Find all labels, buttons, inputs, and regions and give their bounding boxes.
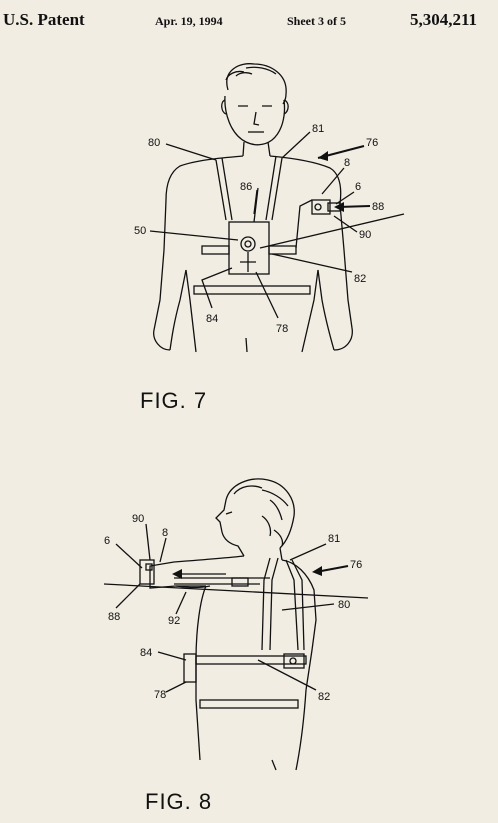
fig7-label-6: 6	[355, 181, 361, 193]
fig7-label-50: 50	[134, 225, 146, 237]
fig8-label-78: 78	[154, 689, 166, 701]
fig7-label-88: 88	[372, 201, 384, 213]
fig8-label-6: 6	[104, 535, 110, 547]
fig7-head	[221, 63, 289, 157]
fig7-label-84: 84	[206, 313, 218, 325]
fig7-label-81: 81	[312, 123, 324, 135]
fig8-label-8: 8	[162, 527, 168, 539]
fig7-caption: FIG. 7	[140, 388, 208, 413]
header-sheet: Sheet 3 of 5	[287, 14, 346, 28]
header-date: Apr. 19, 1994	[155, 14, 223, 28]
fig8-label-76: 76	[350, 559, 362, 571]
fig7-torso	[153, 155, 353, 353]
fig8-label-81: 81	[328, 533, 340, 545]
fig8-label-88: 88	[108, 611, 120, 623]
fig8-label-82: 82	[318, 691, 330, 703]
fig8-head	[215, 478, 295, 561]
fig8-label-90: 90	[132, 513, 144, 525]
fig7-label-8: 8	[344, 157, 350, 169]
fig7-label-80: 80	[148, 137, 160, 149]
header-patent-label: U.S. Patent	[3, 10, 85, 29]
fig7-label-90: 90	[359, 229, 371, 241]
fig7-label-76: 76	[366, 137, 378, 149]
fig8-label-92: 92	[168, 615, 180, 627]
fig8-drawing: 90 8 6 81 76 88 92 80 84 78 82	[103, 478, 369, 771]
fig7-leaders	[149, 131, 405, 319]
fig8-harness	[139, 557, 307, 709]
fig8-leaders	[103, 523, 369, 693]
fig7-label-78: 78	[276, 323, 288, 335]
fig8-label-84: 84	[140, 647, 152, 659]
fig8-label-80: 80	[338, 599, 350, 611]
fig8-caption: FIG. 8	[145, 789, 213, 814]
fig7-label-82: 82	[354, 273, 366, 285]
header-patent-number: 5,304,211	[410, 10, 478, 29]
fig7-label-86: 86	[240, 181, 252, 193]
fig7-drawing: 80 81 76 8 86 6 88 50 90 82 84 78	[134, 63, 405, 353]
